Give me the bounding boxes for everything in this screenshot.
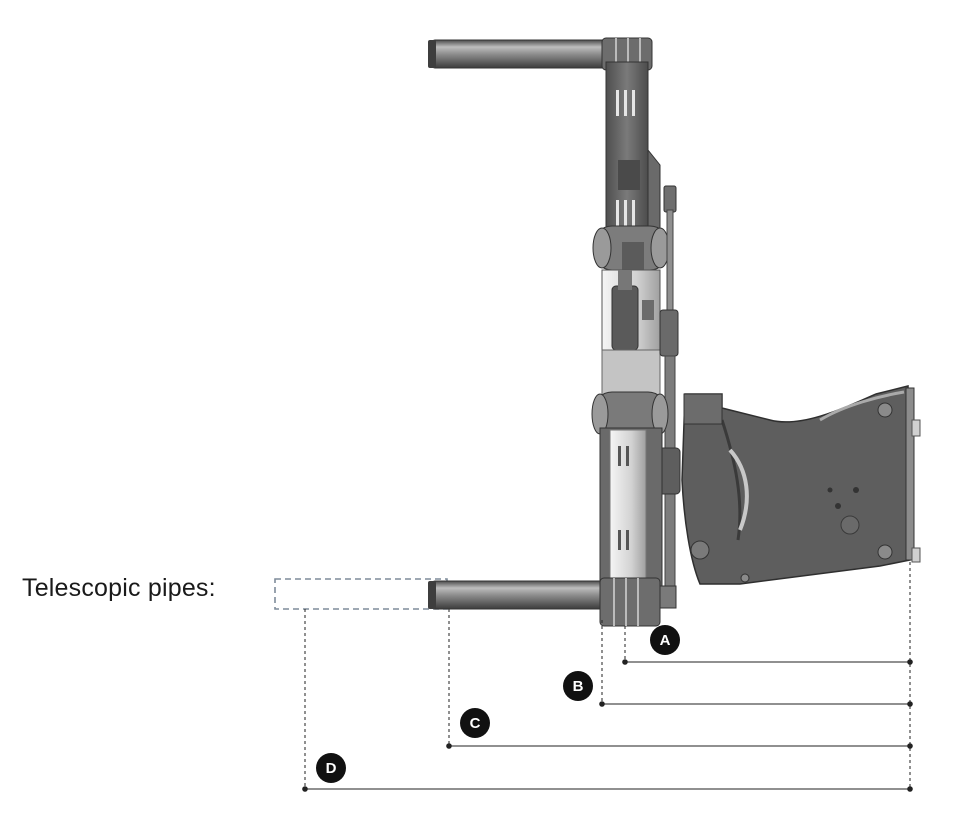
telescopic-extension-outline	[274, 578, 448, 610]
badge-c-label: C	[470, 715, 481, 732]
middle-section	[601, 269, 661, 397]
badge-d-label: D	[326, 760, 337, 777]
upper-arm	[605, 61, 661, 243]
dimension-endpoints	[302, 659, 913, 792]
dimension-lines	[304, 562, 911, 790]
telescopic-pipes-caption: Telescopic pipes:	[22, 574, 216, 602]
lower-joint	[591, 391, 669, 437]
rotator-housing	[681, 385, 921, 585]
bottom-pipe	[274, 577, 677, 627]
badge-d: D	[316, 753, 346, 783]
badge-c: C	[460, 708, 490, 738]
linkage-rod	[657, 185, 681, 587]
badge-b-label: B	[573, 678, 584, 695]
upper-joint	[592, 225, 670, 272]
badge-a: A	[650, 625, 680, 655]
lower-arm	[599, 427, 663, 589]
badge-b: B	[563, 671, 593, 701]
badge-a-label: A	[660, 632, 671, 649]
